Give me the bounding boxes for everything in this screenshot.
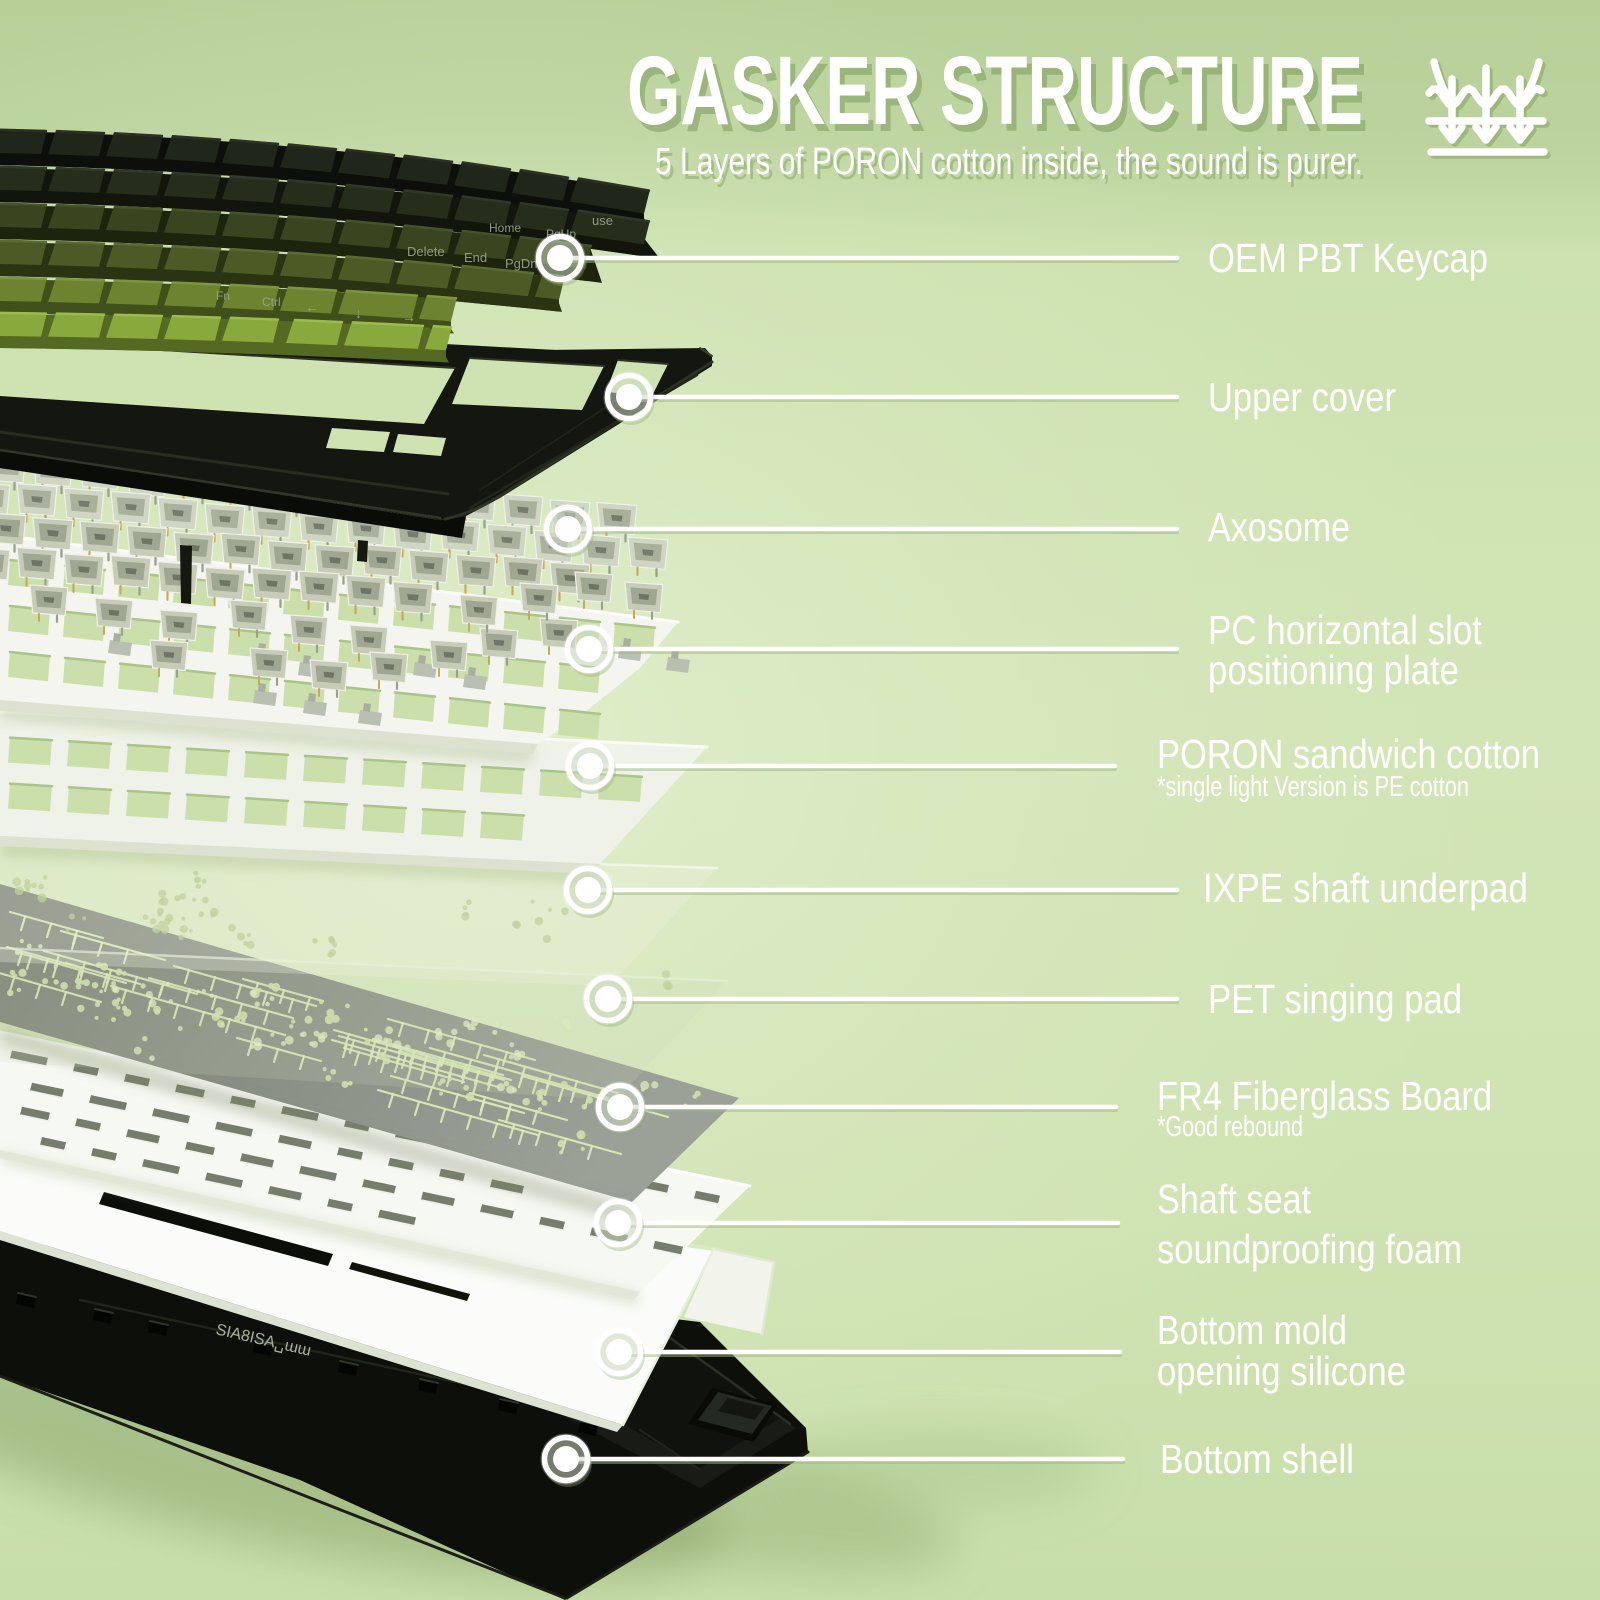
svg-text:Axosome: Axosome [1208, 504, 1350, 550]
svg-text:Bottom shell: Bottom shell [1160, 1436, 1354, 1482]
svg-text:*Good rebound: *Good rebound [1157, 1111, 1303, 1143]
svg-text:End: End [464, 250, 487, 265]
svg-text:↓: ↓ [355, 305, 362, 321]
svg-text:PET singing pad: PET singing pad [1208, 976, 1462, 1022]
svg-text:Home: Home [489, 221, 521, 235]
svg-text:IXPE shaft underpad: IXPE shaft underpad [1203, 865, 1528, 911]
svg-text:GASKER STRUCTURE: GASKER STRUCTURE [627, 36, 1363, 145]
svg-text:positioning plate: positioning plate [1208, 647, 1459, 693]
svg-text:→: → [402, 309, 416, 325]
svg-text:5 Layers of PORON cotton insid: 5 Layers of PORON cotton inside, the sou… [658, 146, 1366, 188]
svg-text:Upper cover: Upper cover [1208, 374, 1396, 420]
svg-text:opening silicone: opening silicone [1157, 1348, 1406, 1394]
svg-text:use: use [592, 213, 613, 228]
svg-text:Delete: Delete [407, 244, 445, 259]
svg-text:PORON sandwich cotton: PORON sandwich cotton [1157, 731, 1540, 777]
svg-text:Fn: Fn [216, 289, 230, 303]
svg-text:Bottom mold: Bottom mold [1157, 1307, 1347, 1353]
svg-text:PC horizontal slot: PC horizontal slot [1208, 607, 1483, 653]
svg-text:Ctrl: Ctrl [262, 295, 281, 309]
svg-text:5 Layers of PORON cotton insid: 5 Layers of PORON cotton inside, the sou… [655, 141, 1363, 183]
svg-text:←: ← [305, 299, 319, 315]
svg-text:GASKER STRUCTURE: GASKER STRUCTURE [632, 43, 1368, 152]
svg-text:soundproofing foam: soundproofing foam [1157, 1226, 1462, 1272]
svg-text:FR4 Fiberglass Board: FR4 Fiberglass Board [1157, 1073, 1492, 1119]
svg-text:PgDn: PgDn [505, 256, 538, 271]
svg-text:Shaft seat: Shaft seat [1157, 1176, 1312, 1222]
svg-text:*single light Version is PE co: *single light Version is PE cotton [1157, 771, 1469, 803]
svg-text:OEM PBT Keycap: OEM PBT Keycap [1208, 235, 1488, 281]
